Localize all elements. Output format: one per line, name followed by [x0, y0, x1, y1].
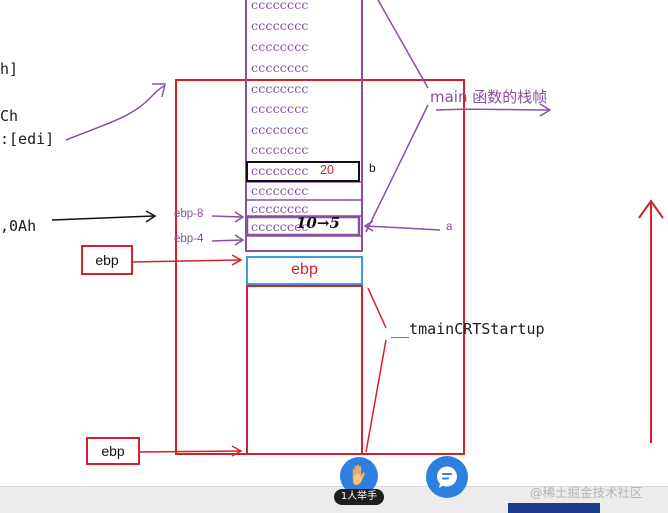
label-b: b: [369, 161, 376, 175]
tmaincrtstartup-label: __tmainCRTStartup: [391, 320, 545, 338]
cell-b-box: [246, 161, 360, 182]
ebp-left-bottom-box: ebp: [86, 437, 140, 465]
code-line-3: :[edi]: [0, 130, 55, 148]
stack-cell-2: cccccccc: [251, 18, 309, 33]
label-a: a: [446, 221, 453, 233]
hand-icon: [352, 464, 366, 486]
label-ebp-8: ebp-8: [174, 208, 204, 220]
tmain-frame-box: [246, 285, 363, 455]
main-frame-label: main 函数的栈帧: [430, 88, 548, 106]
cell-a-box: [245, 215, 361, 237]
ebp-cyan-label: ebp: [291, 261, 318, 278]
value-b: 20: [320, 163, 334, 177]
code-line-2: Ch: [0, 107, 19, 125]
main-frame-column: [245, 0, 363, 252]
chat-button[interactable]: [426, 456, 468, 498]
stack-cell-a: cccccccc: [251, 219, 309, 234]
code-line-4: ,0Ah: [0, 217, 37, 235]
value-a: 10→5: [296, 214, 340, 232]
stack-cell-1: cccccccc: [251, 0, 309, 12]
stack-cell-b: cccccccc: [251, 163, 309, 178]
chat-bubble-icon: [437, 466, 457, 488]
stack-cell-10: cccccccc: [251, 201, 309, 216]
stack-cell-8: cccccccc: [251, 142, 309, 157]
stack-cell-5: cccccccc: [251, 81, 309, 96]
label-ebp-4: ebp-4: [174, 233, 204, 245]
stack-cell-6: cccccccc: [251, 101, 309, 116]
stack-cell-7: cccccccc: [251, 122, 309, 137]
raise-hand-count: 1人举手: [334, 489, 384, 505]
taskbar-fragment: [508, 503, 600, 513]
code-line-1: h]: [0, 60, 19, 78]
ebp-cyan-box: [246, 256, 363, 285]
ebp-left-top-box: ebp: [81, 245, 133, 275]
raise-hand-button[interactable]: [340, 457, 378, 495]
ebp-left-top-label: ebp: [95, 252, 119, 268]
stack-cell-3: cccccccc: [251, 39, 309, 54]
stack-cell-9: cccccccc: [251, 183, 309, 198]
bottom-bar-divider: [0, 486, 668, 487]
ebp-left-bottom-label: ebp: [101, 443, 125, 459]
stack-cell-4: cccccccc: [251, 60, 309, 75]
watermark: @稀土掘金技术社区: [530, 485, 643, 500]
